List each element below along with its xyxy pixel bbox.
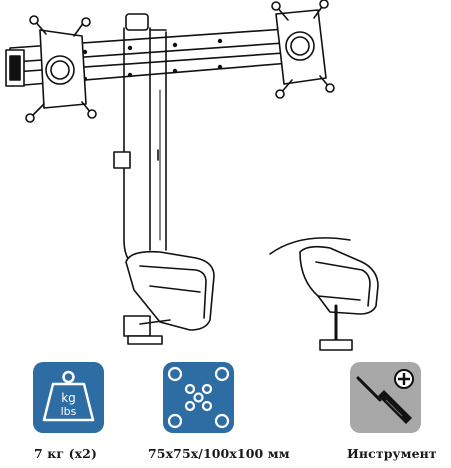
- weight-icon: kg lbs: [42, 370, 95, 422]
- weight-caption: 7 кг (x2): [34, 446, 97, 461]
- monitor-arm-illustration: [5, 0, 379, 351]
- vesa-badge: [163, 362, 234, 433]
- tool-badge: [350, 362, 421, 433]
- screwdriver-icon: [356, 369, 414, 424]
- weight-icon-text-lbs: lbs: [61, 405, 77, 418]
- vesa-holes-icon: [167, 366, 230, 429]
- weight-badge: kg lbs: [33, 362, 104, 433]
- weight-icon-text-kg: kg: [61, 391, 76, 405]
- tool-caption: Инструмент: [347, 446, 437, 461]
- vesa-caption: 75x75x/100x100 мм: [148, 446, 290, 461]
